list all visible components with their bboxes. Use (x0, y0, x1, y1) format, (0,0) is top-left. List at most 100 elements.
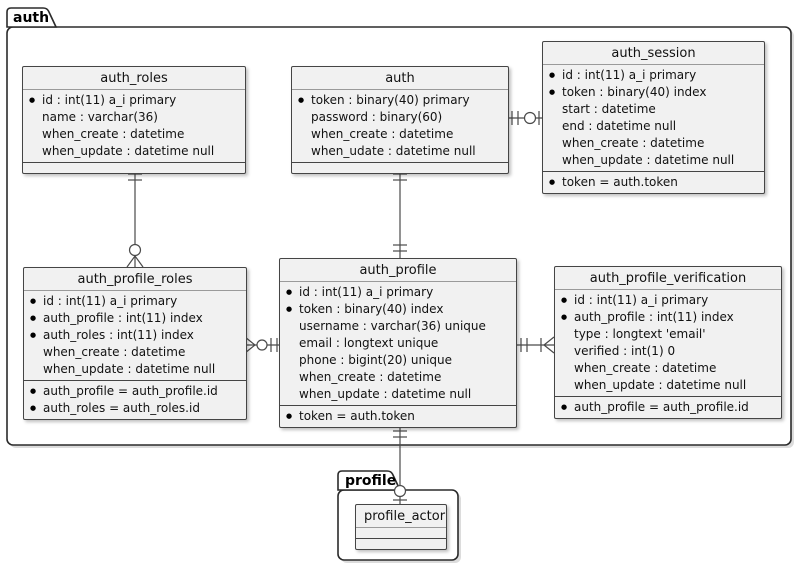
key-bullet-icon: ● (561, 296, 568, 304)
entity-fields (356, 528, 446, 539)
field-row: ● auth_roles : int(11) index (30, 327, 242, 344)
key-bullet-icon: ● (286, 412, 293, 420)
field-row: when_update : datetime null (286, 386, 512, 403)
constraint-text: auth_profile = auth_profile.id (574, 400, 749, 414)
key-bullet-icon: ● (30, 387, 37, 395)
constraint-row: ● auth_profile = auth_profile.id (561, 399, 777, 416)
field-text: type : longtext 'email' (574, 327, 706, 341)
field-row: phone : bigint(20) unique (286, 352, 512, 369)
entity-title: auth_roles (23, 67, 245, 90)
constraint-row: ● auth_roles = auth_roles.id (30, 400, 242, 417)
field-text: email : longtext unique (299, 336, 439, 350)
field-row: verified : int(1) 0 (561, 343, 777, 360)
field-row: password : binary(60) (298, 109, 504, 126)
field-text: name : varchar(36) (42, 110, 158, 124)
field-text: id : int(11) a_i primary (574, 293, 709, 307)
field-row: when_update : datetime null (561, 377, 777, 394)
field-text: verified : int(1) 0 (574, 344, 676, 358)
constraint-row: ● auth_profile = auth_profile.id (30, 383, 242, 400)
key-bullet-icon: ● (298, 96, 305, 104)
field-text: username : varchar(36) unique (299, 319, 486, 333)
constraint-row: ● token = auth.token (549, 174, 760, 191)
field-text: when_update : datetime null (574, 378, 747, 392)
key-bullet-icon: ● (561, 403, 568, 411)
key-bullet-icon: ● (29, 96, 36, 104)
entity-fields: ● id : int(11) a_i primary ● auth_profil… (24, 291, 246, 381)
entity-title: profile_actor (356, 505, 446, 528)
field-row: when_create : datetime (30, 344, 242, 361)
field-row: ● id : int(11) a_i primary (561, 292, 777, 309)
field-row: when_create : datetime (286, 369, 512, 386)
field-text: when_create : datetime (574, 361, 717, 375)
entity-auth-profile[interactable]: auth_profile ● id : int(11) a_i primary … (279, 258, 517, 428)
entity-fields: ● id : int(11) a_i primary ● auth_profil… (555, 290, 781, 397)
entity-auth[interactable]: auth ● token : binary(40) primary passwo… (291, 66, 509, 174)
field-row: ● id : int(11) a_i primary (30, 293, 242, 310)
entity-footer (292, 163, 508, 173)
field-text: token : binary(40) primary (311, 93, 470, 107)
field-text: token : binary(40) index (562, 85, 707, 99)
relation-auth-auth-session (507, 111, 542, 125)
field-row: ● token : binary(40) index (549, 84, 760, 101)
entity-footer (23, 163, 245, 173)
field-text: auth_profile : int(11) index (574, 310, 734, 324)
field-text: auth_roles : int(11) index (43, 328, 194, 342)
key-bullet-icon: ● (30, 404, 37, 412)
entity-title: auth (292, 67, 508, 90)
field-row: ● id : int(11) a_i primary (29, 92, 241, 109)
key-bullet-icon: ● (549, 71, 556, 79)
entity-fields: ● token : binary(40) primary password : … (292, 90, 508, 163)
key-bullet-icon: ● (286, 288, 293, 296)
field-text: when_create : datetime (299, 370, 442, 384)
key-bullet-icon: ● (549, 88, 556, 96)
entity-title: auth_profile_roles (24, 268, 246, 291)
entity-footer: ● token = auth.token (280, 406, 516, 427)
field-row: when_create : datetime (298, 126, 504, 143)
field-text: when_update : datetime null (562, 153, 735, 167)
field-row: when_update : datetime null (29, 143, 241, 160)
key-bullet-icon: ● (561, 313, 568, 321)
field-row: when_create : datetime (549, 135, 760, 152)
field-text: when_update : datetime null (299, 387, 472, 401)
field-row: end : datetime null (549, 118, 760, 135)
field-text: when_create : datetime (43, 345, 186, 359)
field-row: username : varchar(36) unique (286, 318, 512, 335)
constraint-text: token = auth.token (562, 175, 678, 189)
entity-fields: ● id : int(11) a_i primary name : varcha… (23, 90, 245, 163)
field-row: ● id : int(11) a_i primary (549, 67, 760, 84)
entity-footer (356, 539, 446, 549)
field-row: when_update : datetime null (30, 361, 242, 378)
field-row: ● token : binary(40) index (286, 301, 512, 318)
field-row: start : datetime (549, 101, 760, 118)
relation-auth-profile-auth-profile-verification (515, 336, 555, 354)
field-row: when_update : datetime null (549, 152, 760, 169)
field-row: ● auth_profile : int(11) index (561, 309, 777, 326)
field-text: id : int(11) a_i primary (42, 93, 177, 107)
entity-auth-profile-roles[interactable]: auth_profile_roles ● id : int(11) a_i pr… (23, 267, 247, 420)
field-text: when_create : datetime (42, 127, 185, 141)
entity-auth-roles[interactable]: auth_roles ● id : int(11) a_i primary na… (22, 66, 246, 174)
entity-footer: ● token = auth.token (543, 172, 764, 193)
field-row: when_udate : datetime null (298, 143, 504, 160)
entity-footer: ● auth_profile = auth_profile.id ● auth_… (24, 381, 246, 419)
field-row: when_create : datetime (29, 126, 241, 143)
profile-package-label: profile (345, 473, 397, 489)
field-text: when_udate : datetime null (311, 144, 476, 158)
field-row: email : longtext unique (286, 335, 512, 352)
entity-auth-session[interactable]: auth_session ● id : int(11) a_i primary … (542, 41, 765, 194)
constraint-row: ● token = auth.token (286, 408, 512, 425)
field-text: when_update : datetime null (42, 144, 215, 158)
field-row: when_create : datetime (561, 360, 777, 377)
entity-footer: ● auth_profile = auth_profile.id (555, 397, 781, 418)
entity-fields: ● id : int(11) a_i primary ● token : bin… (543, 65, 764, 172)
entity-title: auth_profile_verification (555, 267, 781, 290)
field-text: when_create : datetime (311, 127, 454, 141)
auth-package-label: auth (13, 10, 50, 26)
field-row: name : varchar(36) (29, 109, 241, 126)
entity-profile-actor[interactable]: profile_actor (355, 504, 447, 550)
field-row: ● auth_profile : int(11) index (30, 310, 242, 327)
field-text: password : binary(60) (311, 110, 443, 124)
field-text: id : int(11) a_i primary (43, 294, 178, 308)
entity-auth-profile-verification[interactable]: auth_profile_verification ● id : int(11)… (554, 266, 782, 419)
